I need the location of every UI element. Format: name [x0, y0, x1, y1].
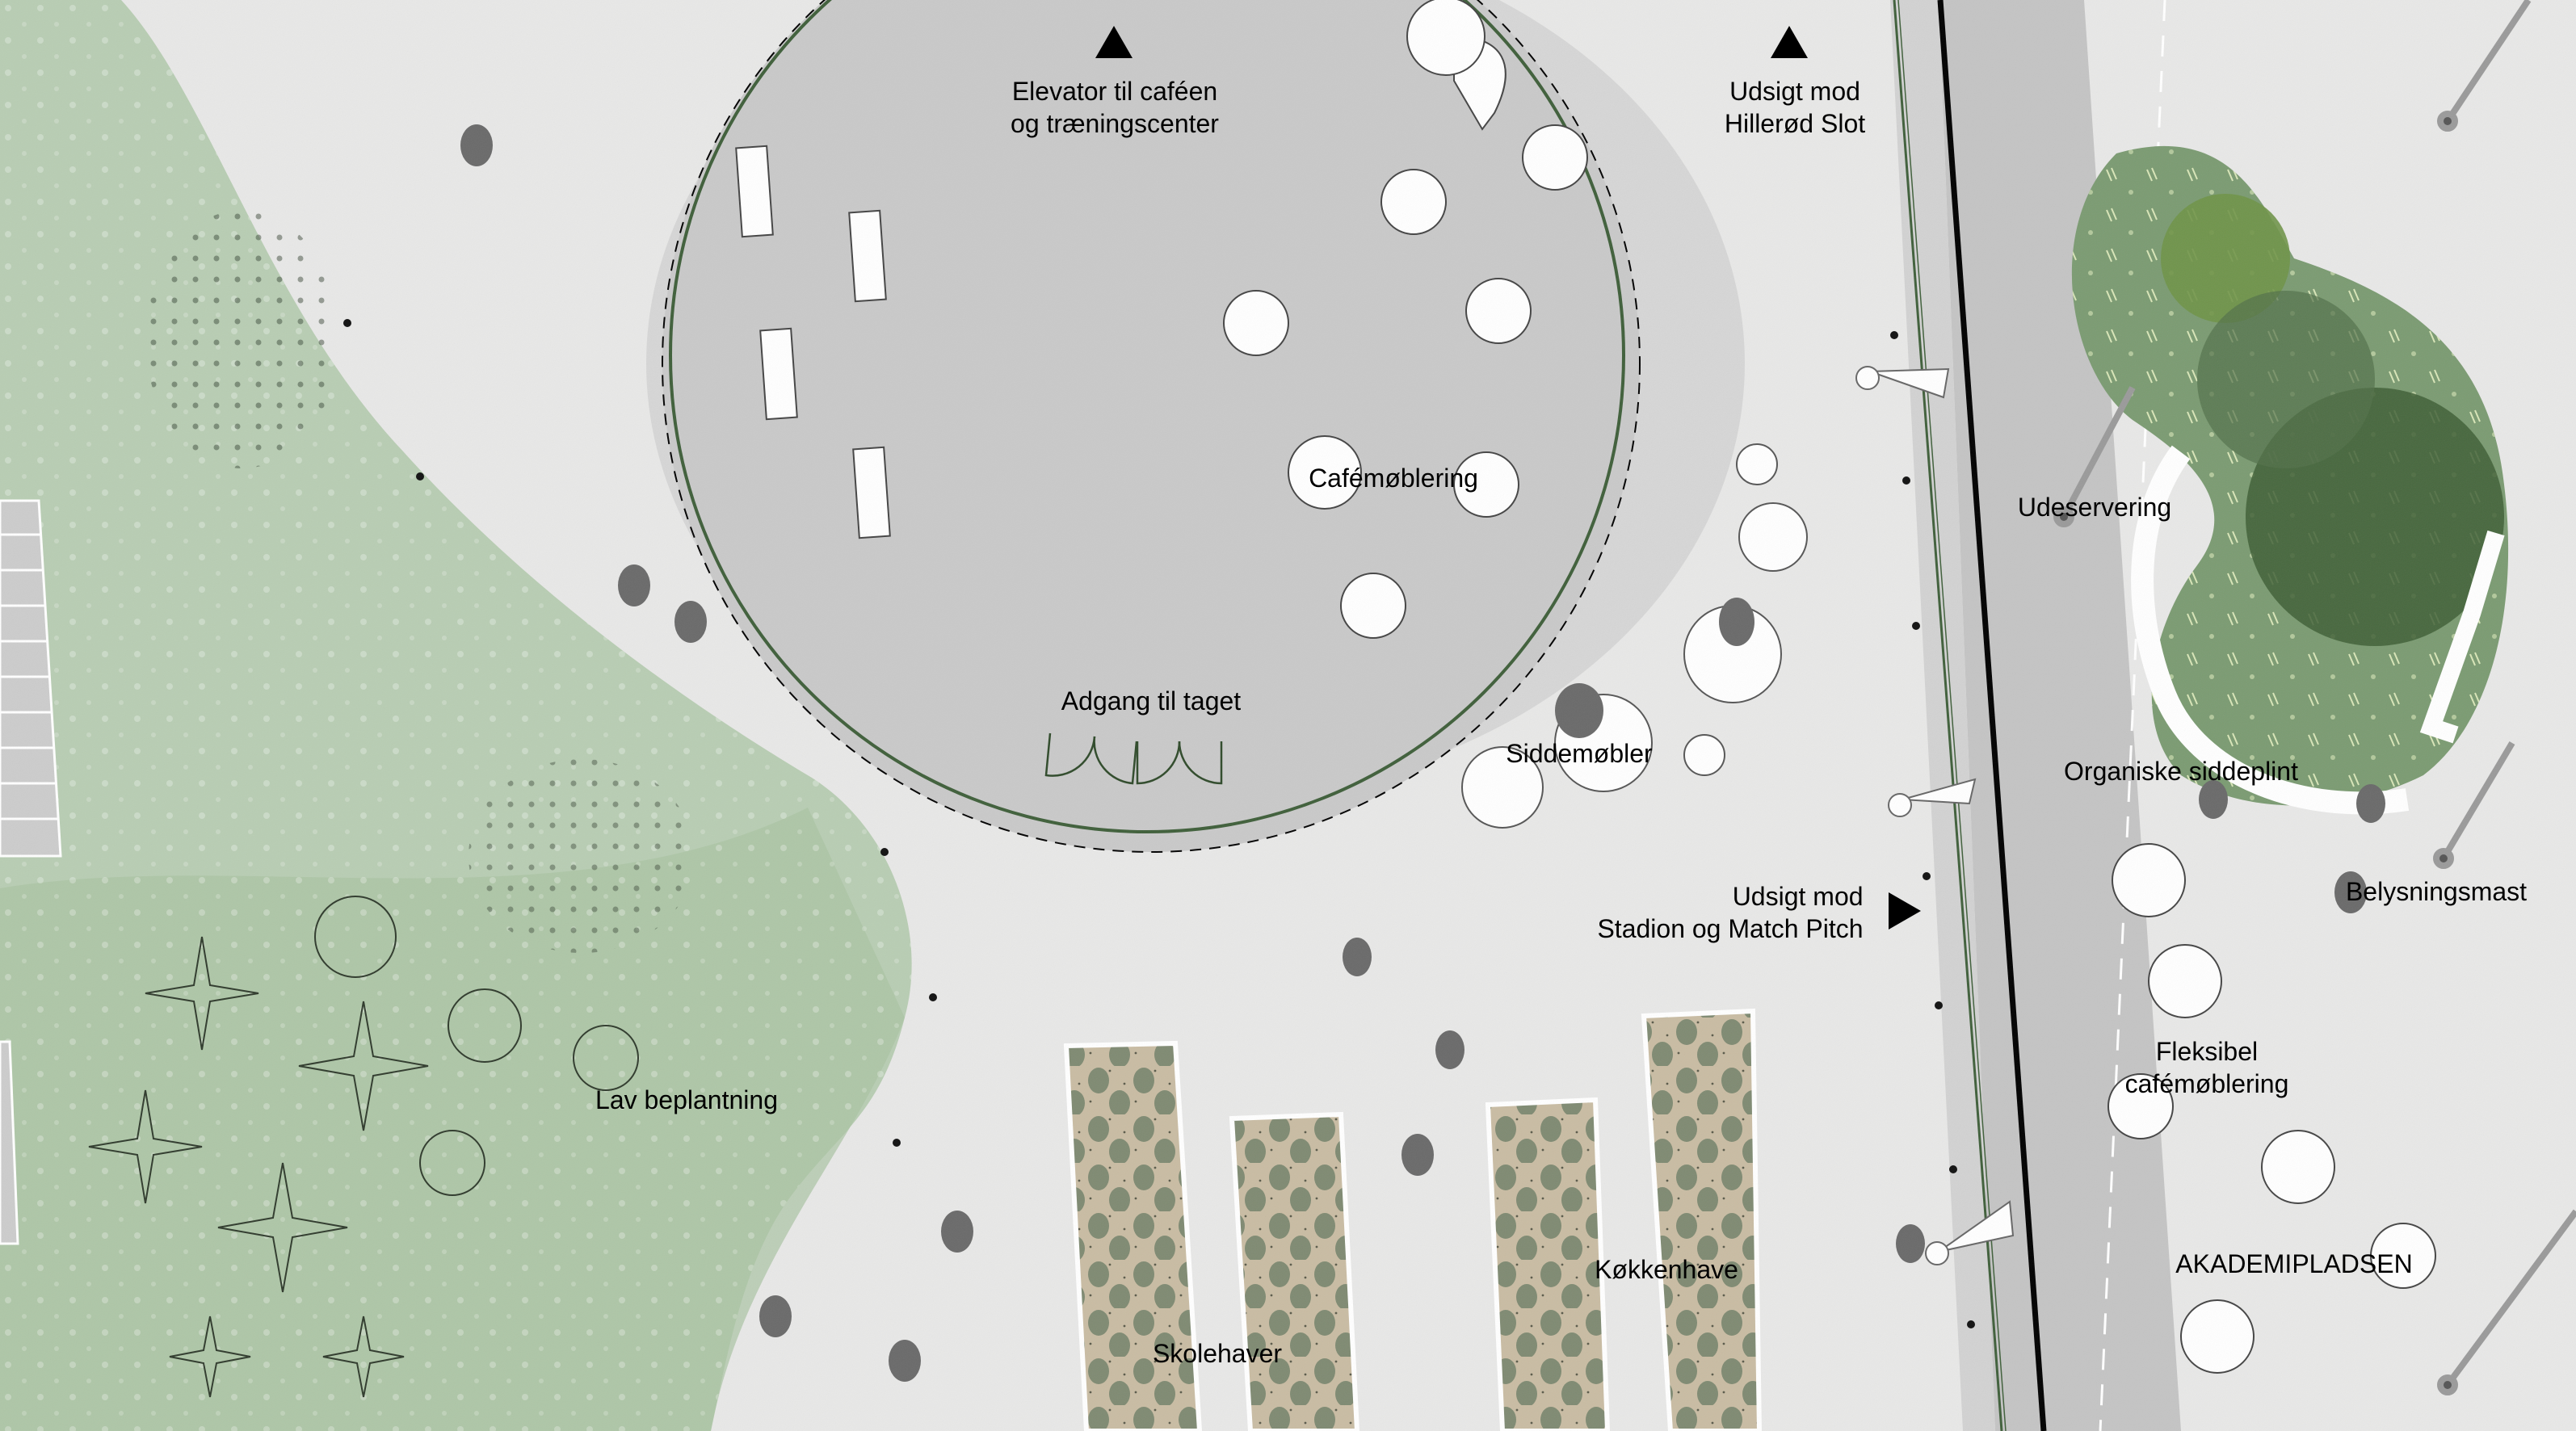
label-view-castle: Udsigt mod Hillerød Slot — [1724, 77, 1866, 138]
label-flexible-cafe: Fleksibel cafémøblering — [2124, 1037, 2289, 1098]
label-kitchen-garden: Køkkenhave — [1595, 1255, 1738, 1284]
label-school-gardens: Skolehaver — [1152, 1339, 1283, 1368]
label-elevator: Elevator til caféen og træningscenter — [1011, 77, 1219, 138]
label-organic-plinth: Organiske siddeplint — [2064, 757, 2298, 786]
label-low-planting: Lav beplantning — [595, 1085, 778, 1114]
elevator-arrow-icon — [1095, 26, 1133, 58]
label-square-name: AKADEMIPLADSEN — [2175, 1249, 2413, 1278]
label-view-stadium: Udsigt mod Stadion og Match Pitch — [1597, 882, 1864, 943]
stadium-view-arrow-icon — [1889, 892, 1921, 930]
label-roof-access: Adgang til taget — [1061, 686, 1242, 716]
label-light-mast: Belysningsmast — [2345, 877, 2528, 906]
label-outdoor-serving: Udeservering — [2017, 493, 2172, 522]
label-cafe-furniture: Cafémøblering — [1309, 464, 1478, 493]
label-seating: Siddemøbler — [1506, 739, 1653, 768]
castle-view-arrow-icon — [1771, 26, 1808, 58]
